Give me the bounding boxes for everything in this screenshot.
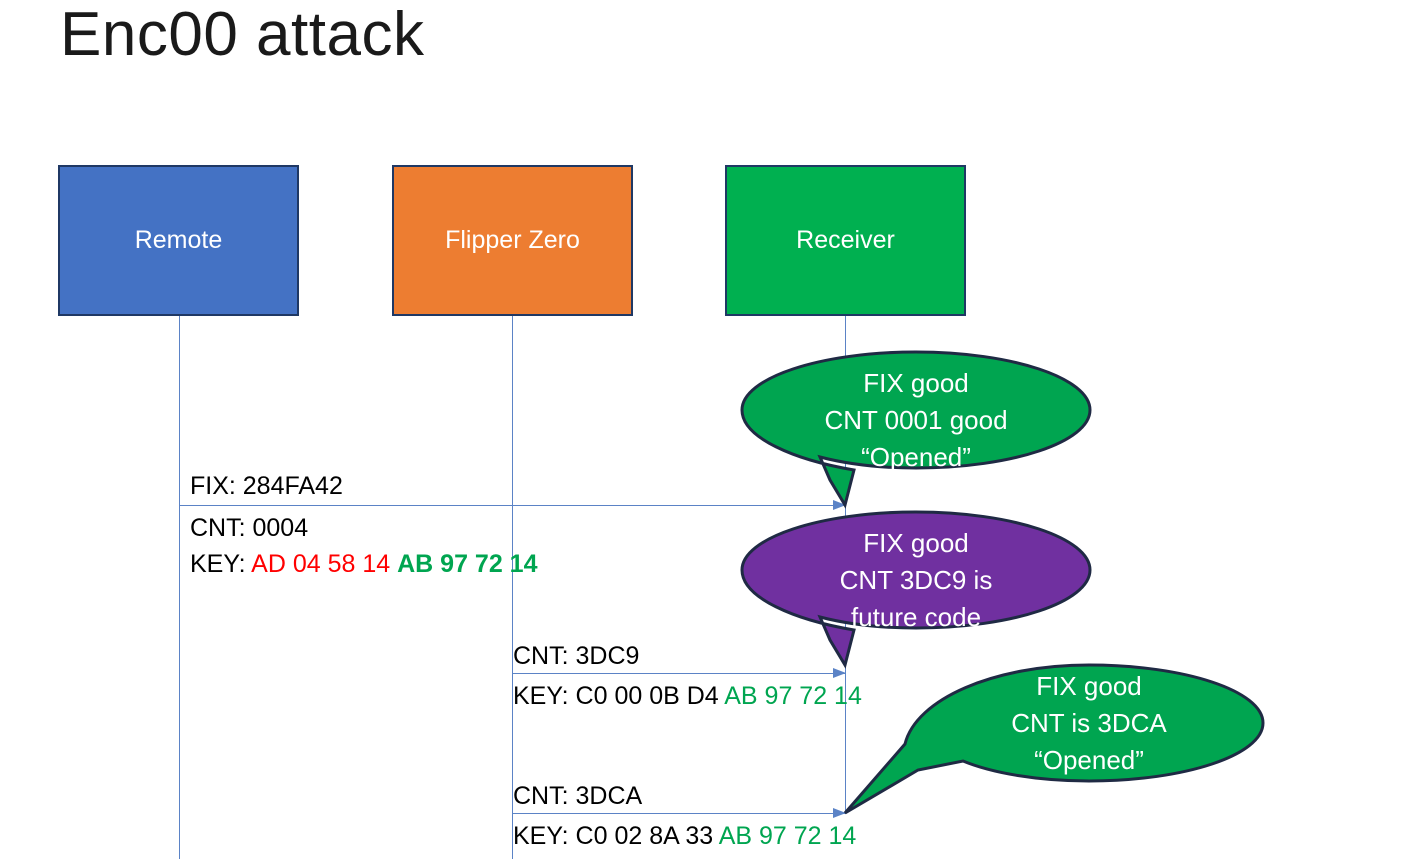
actor-label-receiver: Receiver (796, 226, 895, 254)
message-1-fix-label: FIX: 284FA42 (190, 472, 343, 500)
message-3-key-label: KEY: C0 02 8A 33 AB 97 72 14 (513, 820, 856, 852)
callout-1-shape (740, 350, 1092, 509)
message-3-cnt-label: CNT: 3DCA (513, 782, 643, 810)
message-2-key-prefix: KEY: C0 00 0B D4 (513, 682, 725, 710)
callout-bubble-fix-good-cnt-0001: FIX good CNT 0001 good “Opened” (740, 350, 1092, 512)
message-2-cnt-label: CNT: 3DC9 (513, 642, 640, 670)
message-1-key-green: AB 97 72 14 (397, 550, 538, 578)
message-2-key-green: AB 97 72 14 (724, 682, 862, 710)
message-1-cnt-label: CNT: 0004 (190, 514, 309, 542)
actor-label-remote: Remote (134, 226, 223, 254)
message-2-key-label: KEY: C0 00 0B D4 AB 97 72 14 (513, 680, 862, 712)
callout-bubble-cnt-3dc9-future-code: FIX good CNT 3DC9 is future code (740, 510, 1092, 672)
actor-label-flipper: Flipper Zero (445, 226, 580, 254)
callout-3-shape (843, 663, 1265, 815)
actor-box-remote[interactable]: Remote (58, 165, 299, 316)
page-title: Enc00 attack (60, 0, 425, 69)
message-arrow-remote-to-receiver (179, 500, 846, 510)
message-1-key-label: KEY: AD 04 58 14 AB 97 72 14 (190, 548, 538, 580)
message-3-key-prefix: KEY: C0 02 8A 33 (513, 822, 719, 850)
message-1-key-red: AD 04 58 14 (251, 550, 391, 578)
message-3-key-green: AB 97 72 14 (718, 822, 857, 850)
callout-2-shape (740, 510, 1092, 669)
actor-box-flipper[interactable]: Flipper Zero (392, 165, 633, 316)
actor-box-receiver[interactable]: Receiver (725, 165, 966, 316)
message-1-key-prefix: KEY: (190, 550, 252, 578)
lifeline-remote (179, 316, 180, 859)
callout-bubble-cnt-is-3dca: FIX good CNT is 3DCA “Opened” (843, 660, 1265, 816)
message-arrow-flipper-to-receiver-2 (512, 808, 846, 818)
message-arrow-flipper-to-receiver-1 (512, 668, 846, 678)
lifeline-flipper (512, 316, 513, 859)
